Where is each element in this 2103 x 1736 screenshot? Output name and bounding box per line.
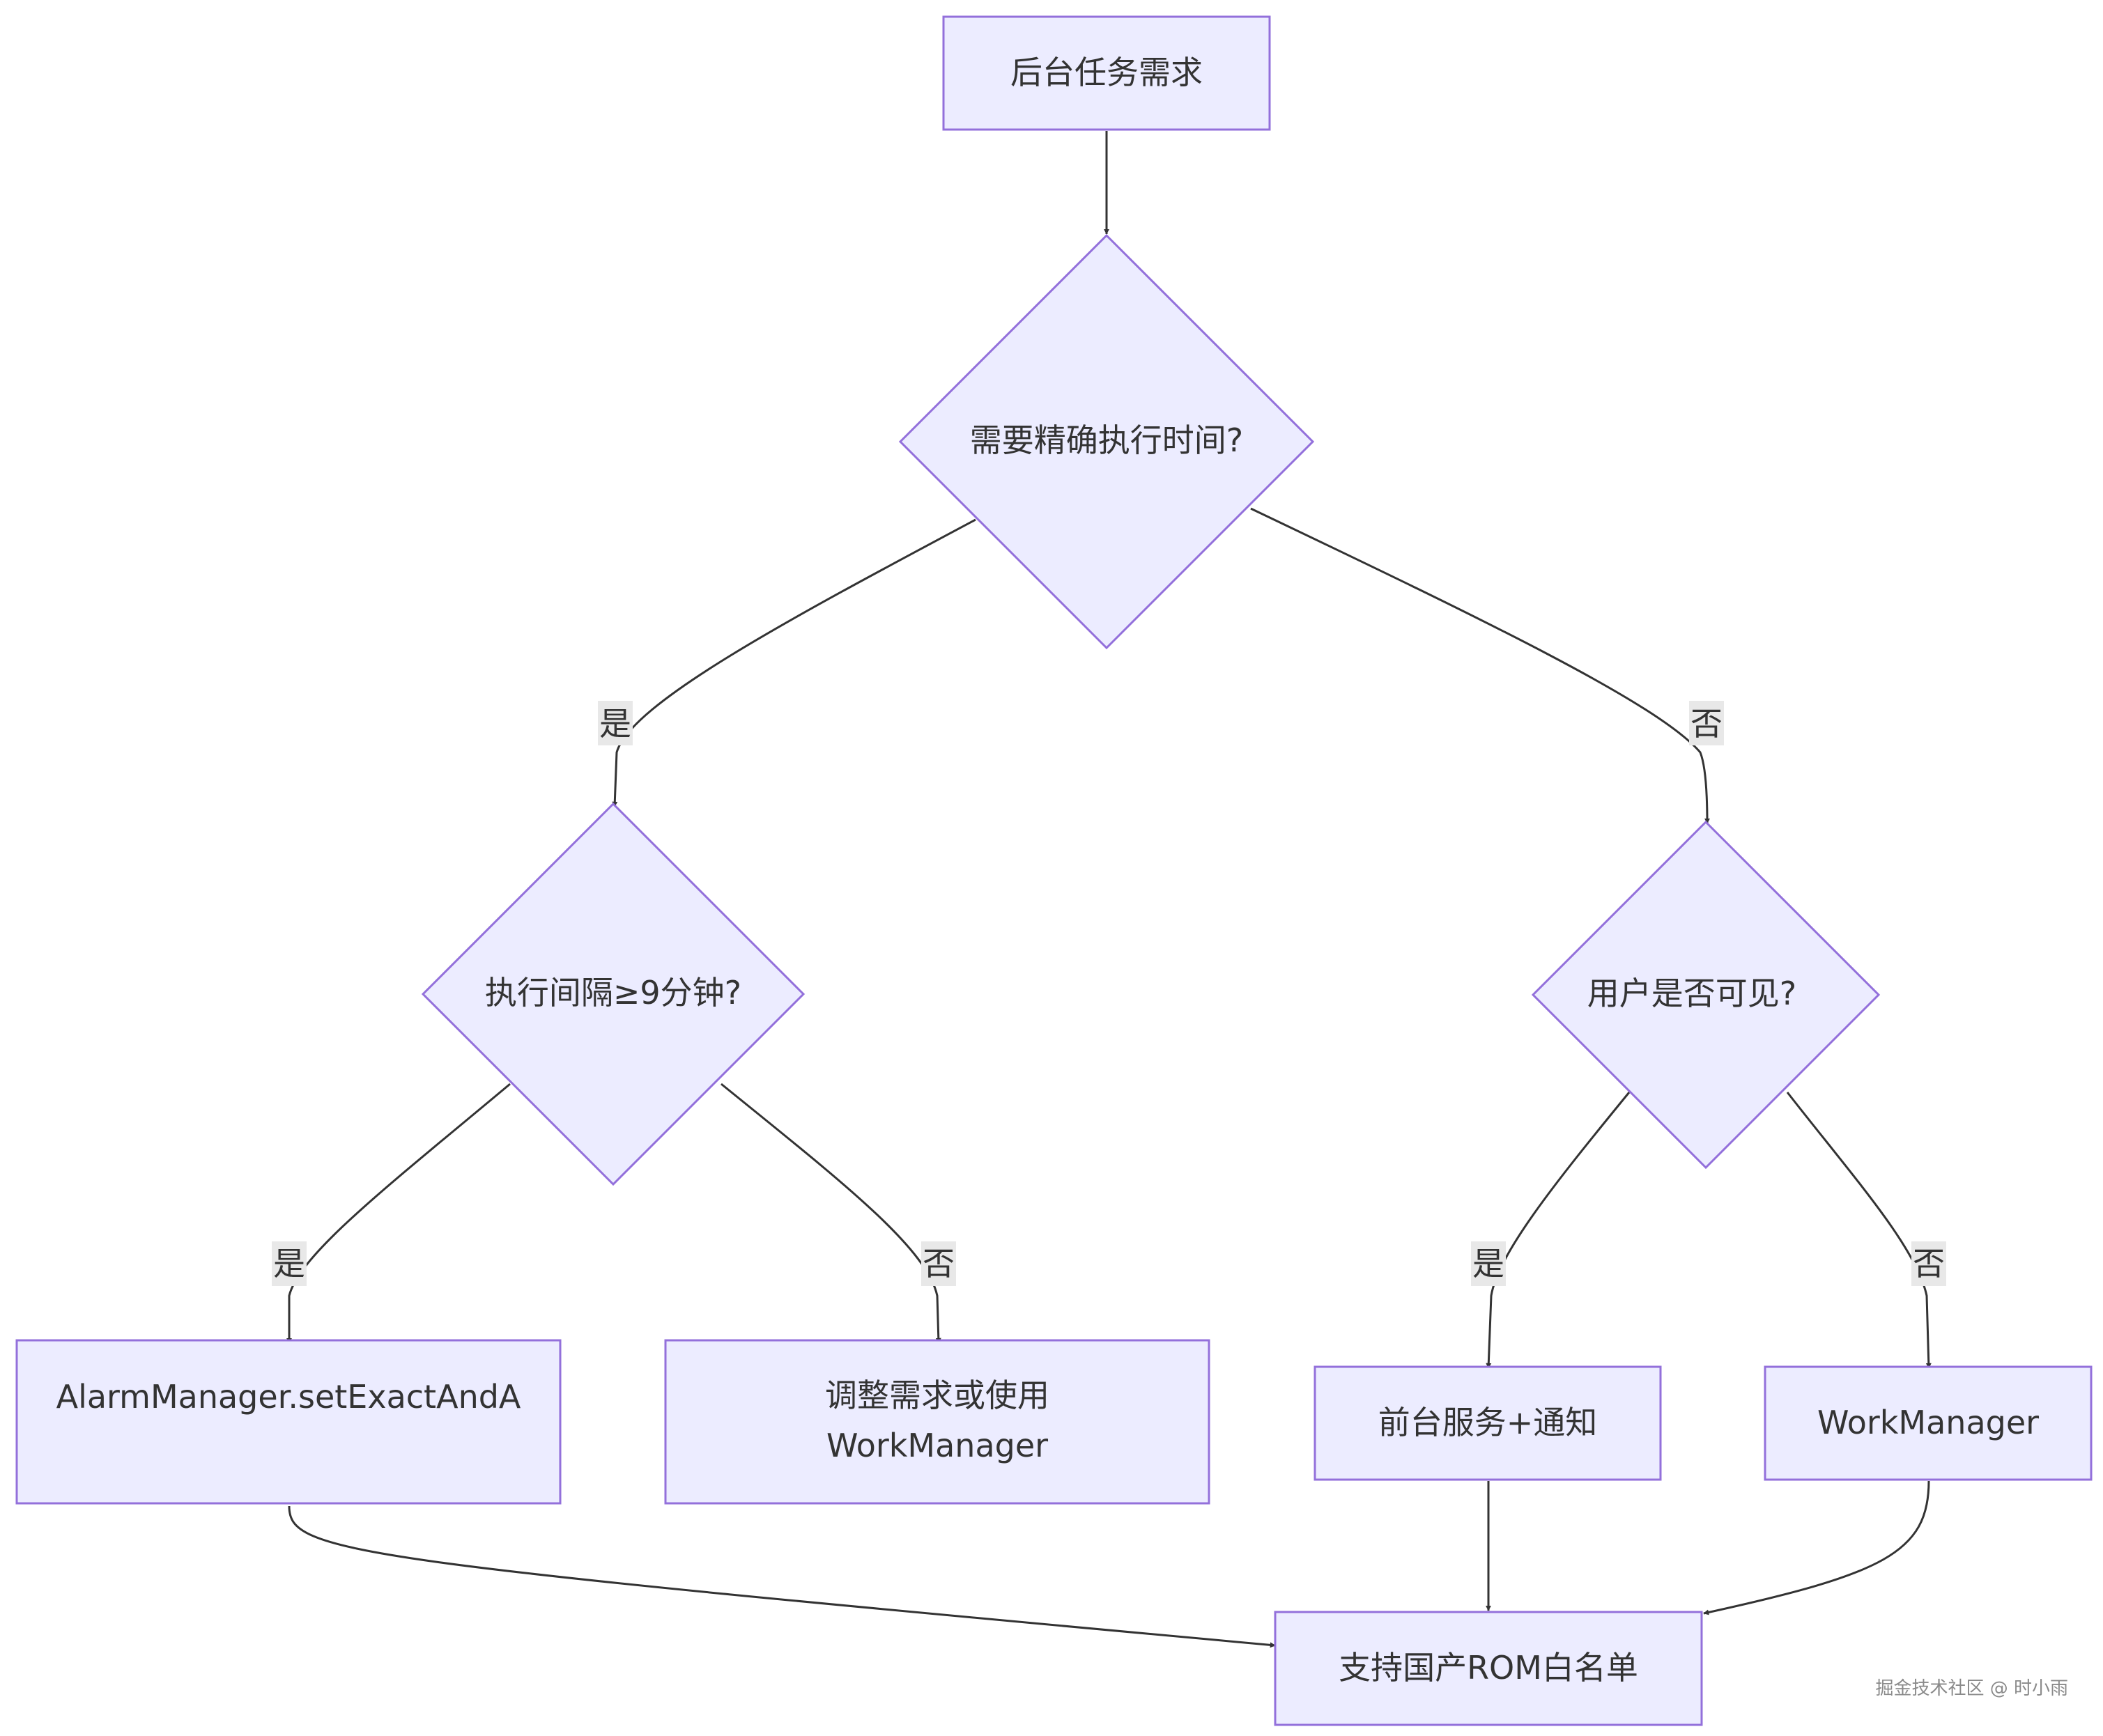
edge-label-visible-yes: 是 [1471,1241,1506,1286]
edge-label-visible-no-text: 否 [1913,1245,1945,1282]
edge-label-exact-yes-text: 是 [599,705,631,743]
edge-visible-no [1786,1092,1932,1369]
edge-alarm-to-whitelist [288,1505,1276,1648]
decision-user-visible-label: 用户是否可见? [1587,975,1796,1012]
edge-interval-yes [286,1083,511,1344]
node-workmanager-label: WorkManager [1817,1404,2039,1441]
node-adjust-line1: 调整需求或使用 [825,1377,1049,1414]
node-alarm-manager-label: AlarmManager.setExactAndA [56,1378,521,1416]
edge-workmanager-to-whitelist [1703,1480,1930,1615]
edge-exact-yes [612,518,976,807]
node-start: 后台任务需求 [942,15,1271,131]
edge-label-exact-no: 否 [1689,701,1724,745]
node-foreground-service: 前台服务+通知 [1314,1365,1662,1481]
node-start-label: 后台任务需求 [1010,54,1203,91]
edge-label-interval-no-text: 否 [923,1245,955,1282]
edge-label-visible-yes-text: 是 [1472,1245,1504,1282]
decision-user-visible: 用户是否可见? [1531,820,1881,1170]
decision-interval: 执行间隔≥9分钟? [421,802,806,1186]
edge-label-visible-no: 否 [1911,1241,1946,1286]
node-whitelist: 支持国产ROM白名单 [1274,1611,1703,1726]
edge-visible-yes [1486,1092,1631,1369]
node-alarm-manager: AlarmManager.setExactAndA [15,1339,562,1505]
edge-interval-no [721,1083,941,1344]
watermark: 掘金技术社区 @ 时小雨 [1875,1678,2068,1699]
node-adjust-or-workmanager: 调整需求或使用 WorkManager [664,1339,1210,1505]
node-whitelist-label: 支持国产ROM白名单 [1339,1649,1638,1687]
edge-label-interval-yes-text: 是 [273,1245,305,1282]
edge-exact-no [1250,507,1710,824]
node-adjust-line2: WorkManager [826,1427,1048,1464]
decision-interval-label: 执行间隔≥9分钟? [485,974,741,1012]
node-foreground-service-label: 前台服务+通知 [1378,1404,1598,1441]
edge-label-interval-no: 否 [921,1241,956,1286]
decision-exact-time-label: 需要精确执行时间? [970,421,1243,459]
decision-exact-time: 需要精确执行时间? [898,233,1315,650]
edge-label-exact-no-text: 否 [1690,705,1723,743]
edge-label-interval-yes: 是 [272,1241,307,1286]
node-workmanager: WorkManager [1764,1365,2093,1481]
edge-label-exact-yes: 是 [598,701,633,745]
